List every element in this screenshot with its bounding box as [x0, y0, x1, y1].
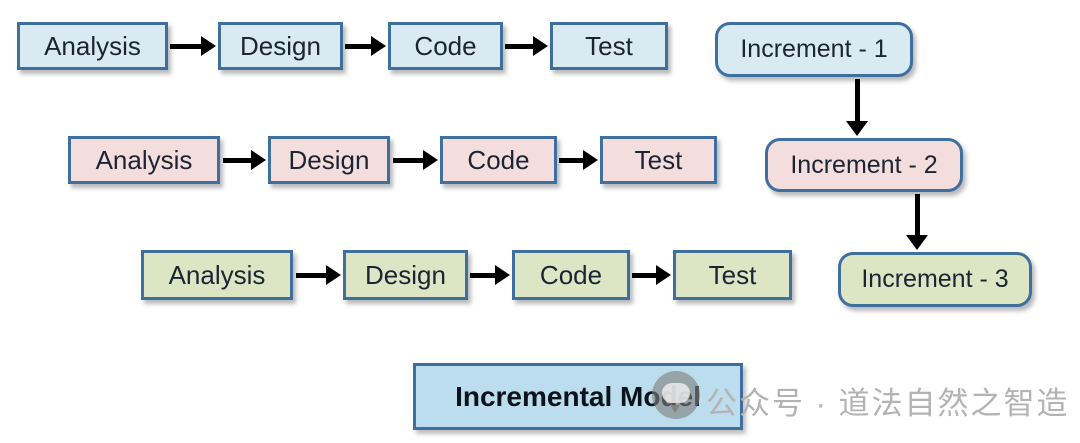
row1-test-box: Test	[550, 22, 668, 70]
arrow-right-icon	[470, 265, 510, 285]
watermark-text: 公众号 · 道法自然之智造	[706, 386, 1070, 421]
wechat-official-account-icon	[652, 371, 700, 419]
arrow-right-icon	[393, 150, 438, 170]
row3-test-box: Test	[673, 250, 792, 300]
row1-design-box: Design	[218, 22, 343, 70]
arrow-right-icon	[296, 265, 341, 285]
arrow-right-icon	[345, 36, 386, 56]
row2-test-box: Test	[600, 136, 717, 184]
increment-2-box: Increment - 2	[765, 138, 963, 192]
arrow-down-icon	[906, 194, 928, 250]
increment-1-box: Increment - 1	[715, 22, 913, 77]
arrow-right-icon	[632, 265, 671, 285]
arrow-down-icon	[846, 79, 868, 136]
row3-code-box: Code	[512, 250, 630, 300]
arrow-right-icon	[505, 36, 548, 56]
row2-analysis-box: Analysis	[68, 136, 220, 184]
row2-design-box: Design	[268, 136, 390, 184]
row3-analysis-box: Analysis	[141, 250, 293, 300]
row2-code-box: Code	[440, 136, 557, 184]
row3-design-box: Design	[343, 250, 468, 300]
row1-code-box: Code	[388, 22, 503, 70]
increment-3-box: Increment - 3	[838, 252, 1032, 307]
row1-analysis-box: Analysis	[17, 22, 168, 70]
arrow-right-icon	[559, 150, 598, 170]
arrow-right-icon	[170, 36, 216, 56]
arrow-right-icon	[223, 150, 266, 170]
